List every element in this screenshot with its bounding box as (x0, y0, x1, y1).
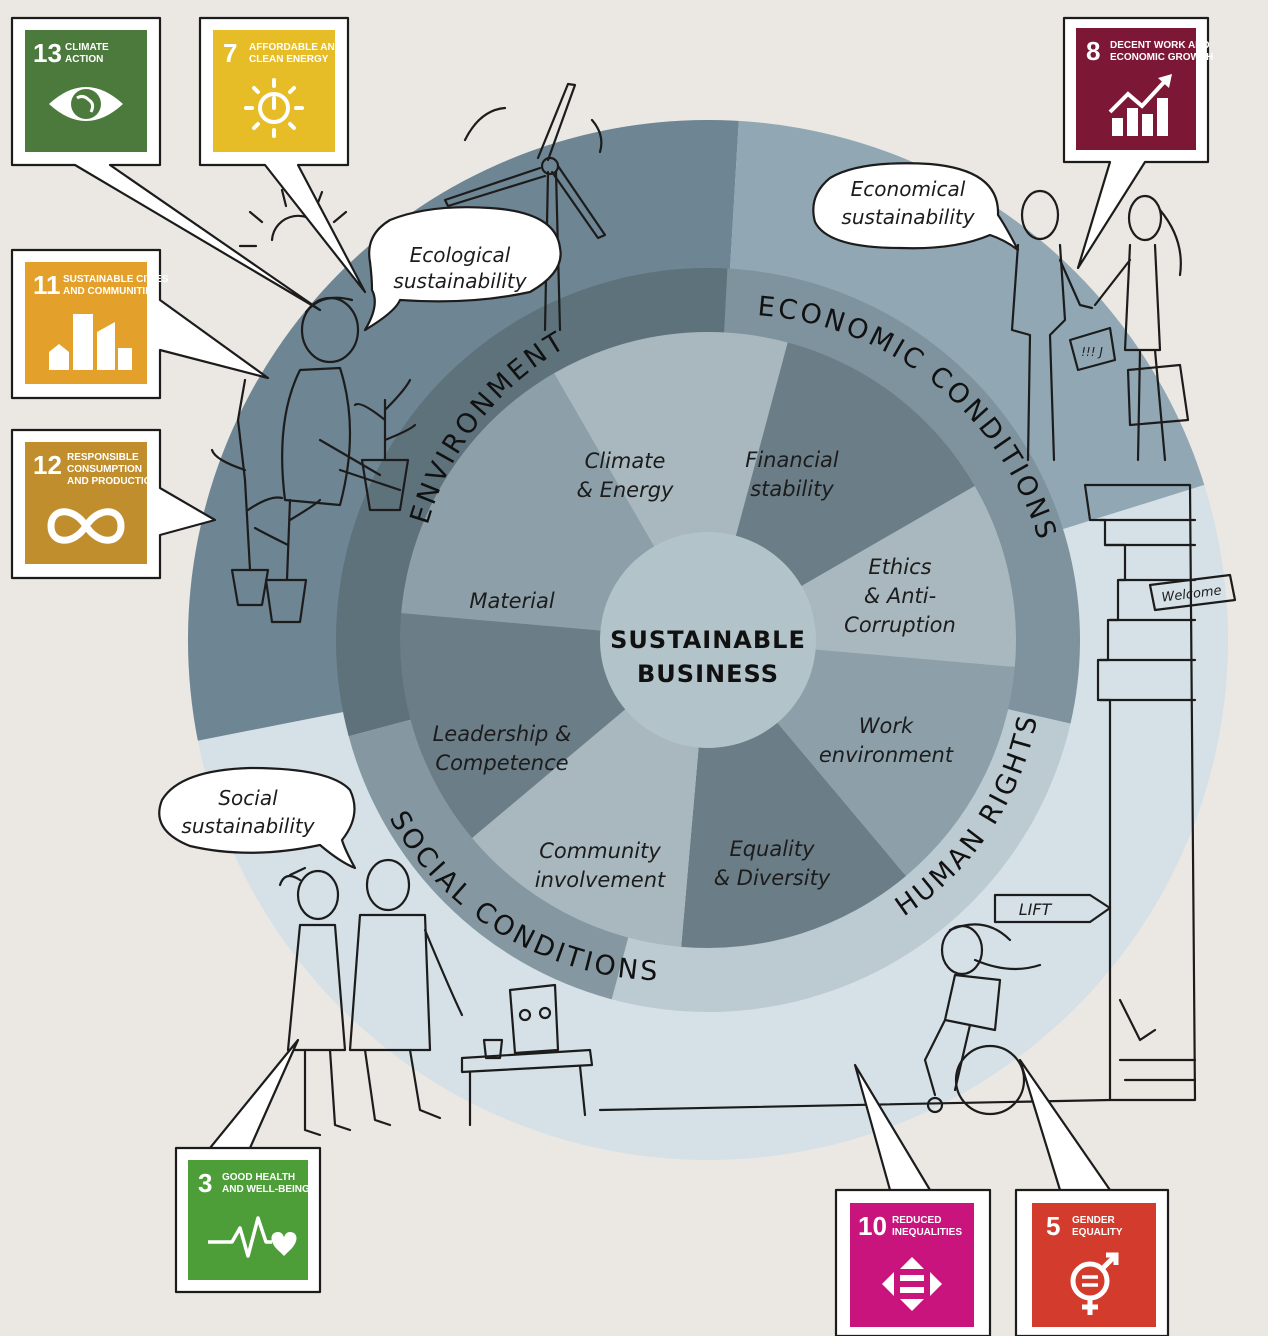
label-financial-1: Financial (745, 448, 839, 472)
sdg7-line1: AFFORDABLE AND (249, 42, 342, 53)
bubble-economical: Economical sustainability (812, 162, 1020, 252)
label-climate-2: & Energy (577, 478, 675, 502)
welcome-mat: Welcome (1161, 583, 1223, 605)
segment-financial-stability (733, 342, 975, 590)
city-buildings-icon (49, 314, 132, 370)
sdg12-line3: AND PRODUCTION (67, 476, 159, 487)
social-ring-segment (348, 718, 630, 1000)
lift-sign-label: LIFT (1019, 900, 1053, 919)
segment-ethics-anti-corruption (794, 486, 1016, 667)
sdg5-line1: GENDER (1072, 1215, 1116, 1226)
bubble-ecological-line2: sustainability (393, 269, 527, 293)
sdg11-line2: AND COMMUNITIES (63, 286, 159, 297)
lift-sign: LIFT (993, 893, 1112, 924)
bubble-social: Social sustainability (158, 766, 357, 870)
label-leadership-2: Competence (435, 751, 568, 775)
sdg8-tile: 8 DECENT WORK AND ECONOMIC GROWTH (1076, 28, 1213, 150)
sdg12-number: 12 (33, 450, 62, 480)
sdg12-tile: 12 RESPONSIBLE CONSUMPTION AND PRODUCTIO… (25, 442, 159, 564)
document-scribble: !!! J (1081, 345, 1103, 359)
heartbeat-icon (208, 1216, 297, 1258)
segment-material (401, 373, 658, 632)
label-equality-2: & Diversity (714, 866, 831, 890)
sdg10-tile: 10 REDUCED INEQUALITIES (850, 1203, 974, 1327)
label-ethics-3: Corruption (844, 613, 956, 637)
sdg13-tile: 13 CLIMATE ACTION (25, 30, 147, 152)
couple-sketch (278, 858, 464, 1137)
sdg13-line2: ACTION (65, 54, 103, 65)
human-rights-ring-segment (611, 708, 1071, 1013)
sun-power-icon (244, 78, 304, 138)
sdg8-line2: ECONOMIC GROWTH (1110, 52, 1213, 63)
coffee-table-sketch (460, 983, 594, 1127)
label-community-2: involvement (535, 868, 666, 892)
sdg10-number: 10 (858, 1211, 887, 1241)
gardener-sketch (281, 296, 417, 512)
sdg3-line2: AND WELL-BEING (222, 1184, 310, 1195)
inner-segments (400, 332, 1016, 948)
sdg8-number: 8 (1086, 36, 1100, 66)
sdg8-line1: DECENT WORK AND (1110, 40, 1210, 51)
bubble-ecological-line1: Ecological (410, 243, 511, 267)
economic-ring-segment (723, 268, 1080, 724)
center-hub (600, 532, 816, 748)
wind-turbine-sketch (443, 82, 607, 332)
sdg3-tile: 3 GOOD HEALTH AND WELL-BEING (188, 1160, 310, 1280)
sdg7-line2: CLEAN ENERGY (249, 54, 329, 65)
sdg10-line2: INEQUALITIES (892, 1227, 962, 1238)
sdg3-line1: GOOD HEALTH (222, 1172, 295, 1183)
label-leadership-1: Leadership & (433, 722, 572, 746)
sdg10-line1: REDUCED (892, 1215, 941, 1226)
label-community-1: Community (539, 839, 661, 863)
center-label-line1: SUSTAINABLE (610, 626, 806, 654)
environment-ring-segment (336, 268, 728, 737)
potted-plants-sketch (210, 378, 322, 624)
sdg13-line1: CLIMATE (65, 42, 109, 53)
label-equality-1: Equality (729, 837, 815, 861)
segment-leadership-competence (400, 613, 632, 838)
sdg12-line2: CONSUMPTION (67, 464, 142, 475)
sdg7-tile: 7 AFFORDABLE AND CLEAN ENERGY (213, 30, 342, 152)
bubble-social-line1: Social (218, 786, 278, 810)
segment-labels: Climate & Energy Financial stability Eth… (433, 448, 956, 892)
sdg5-tile: 5 GENDER EQUALITY (1032, 1203, 1156, 1327)
sdg3-number: 3 (198, 1168, 212, 1198)
label-ethics-1: Ethics (868, 555, 931, 579)
sdg11-line1: SUSTAINABLE CITIES (63, 274, 169, 285)
bubble-ecological: Ecological sustainability (363, 206, 562, 332)
stairs-sketch: Welcome (598, 483, 1237, 1112)
label-ethics-2: & Anti- (864, 584, 936, 608)
sdg11-tile: 11 SUSTAINABLE CITIES AND COMMUNITIES (25, 262, 169, 384)
infinity-loop-icon (47, 508, 125, 544)
bubble-economical-line1: Economical (851, 177, 966, 201)
segment-equality-diversity (681, 716, 906, 948)
sdg11-number: 11 (33, 270, 61, 300)
segment-community-involvement (472, 704, 700, 947)
sdg7-number: 7 (223, 38, 237, 68)
sdg5-line2: EQUALITY (1072, 1227, 1123, 1238)
center-label-line2: BUSINESS (637, 660, 779, 688)
label-climate-1: Climate (585, 449, 666, 473)
segment-climate-energy (554, 332, 788, 554)
sdg13-number: 13 (33, 38, 62, 68)
sdg5-number: 5 (1046, 1211, 1060, 1241)
bubble-social-line2: sustainability (181, 814, 315, 838)
label-work-1: Work (859, 714, 914, 738)
category-ring (336, 268, 1080, 1013)
handshake-sketch: !!! J (1010, 189, 1190, 462)
gender-symbol-icon (1070, 1252, 1119, 1315)
label-work-2: environment (819, 743, 954, 767)
growth-chart-icon (1108, 74, 1172, 136)
wheelchair-user-sketch (923, 923, 1042, 1116)
label-material: Material (469, 589, 554, 613)
label-financial-2: stability (750, 477, 834, 501)
segment-work-environment (772, 648, 1015, 876)
bubble-economical-line2: sustainability (841, 205, 975, 229)
eye-globe-icon (49, 87, 123, 121)
equality-arrows-icon (882, 1257, 942, 1311)
sdg12-line1: RESPONSIBLE (67, 452, 139, 463)
